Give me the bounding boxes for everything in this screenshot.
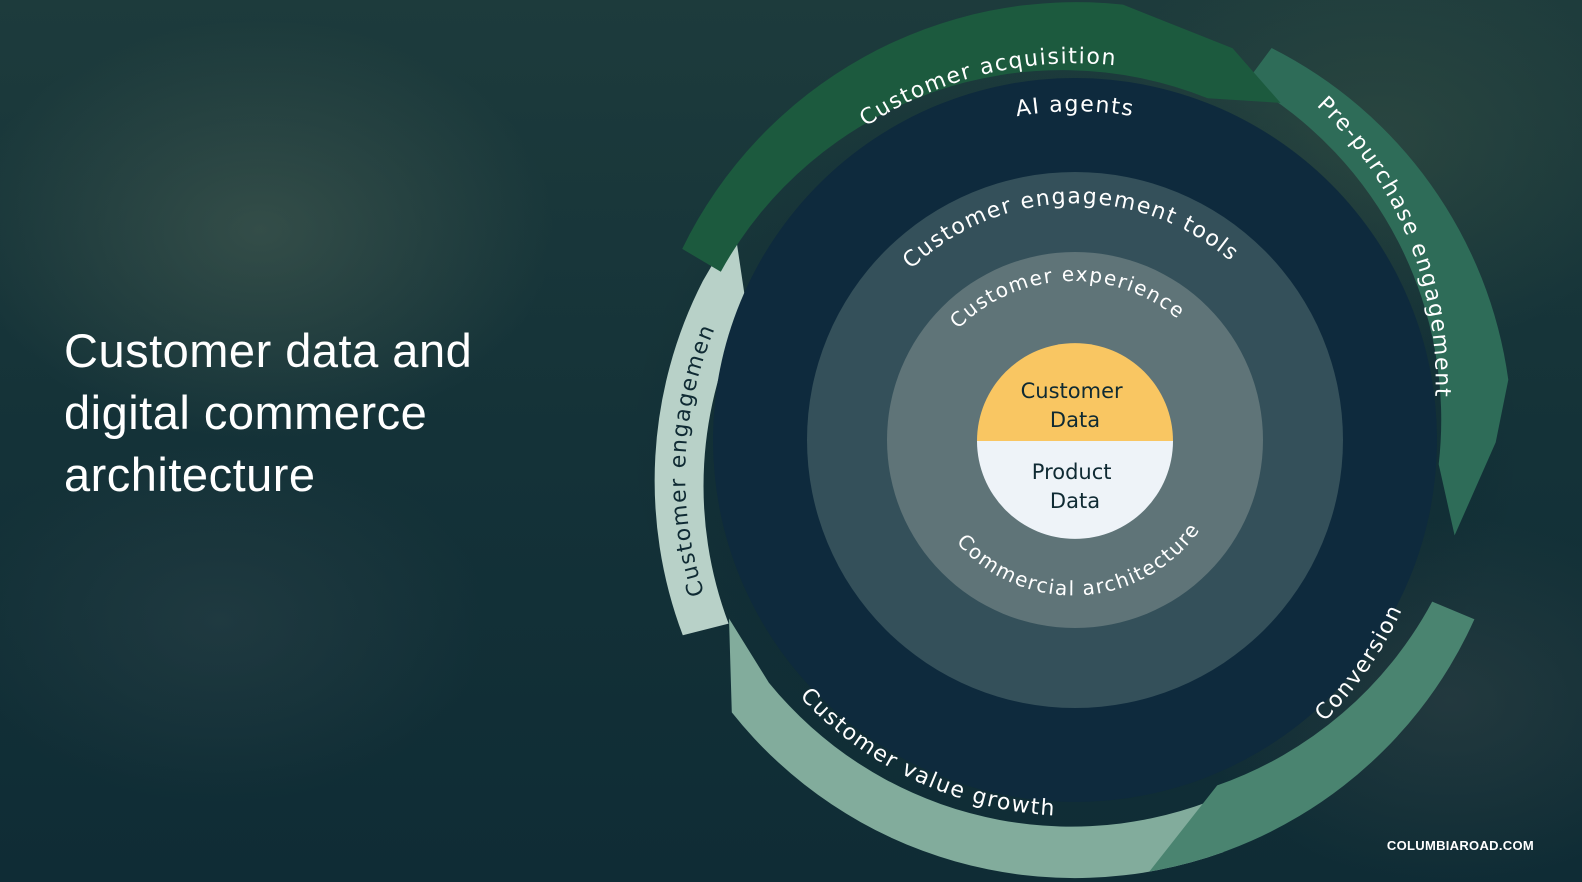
customer-acquisition-arc xyxy=(682,2,1281,272)
customer-engagement-arc xyxy=(654,226,747,636)
customer-value-growth-arc xyxy=(729,618,1224,879)
product-data-half xyxy=(977,441,1173,539)
customer-data-half xyxy=(977,343,1173,441)
outer-cycle xyxy=(654,2,1509,879)
conversion-arc xyxy=(1149,601,1475,872)
slide-title: Customer data and digital commerce archi… xyxy=(64,324,473,501)
product-data-label-line2: Data xyxy=(1050,489,1100,513)
footer-url: COLUMBIAROAD.COM xyxy=(1386,838,1534,853)
product-data-label-line1: Product xyxy=(1032,460,1112,484)
customer-data-label-line2: Data xyxy=(1050,408,1100,432)
customer-data-label-line1: Customer xyxy=(1021,379,1123,403)
pre-purchase-engagement-arc xyxy=(1246,48,1509,536)
customer-engagement-label: Customer engagement xyxy=(0,0,721,600)
data-core: Customer Data Product Data xyxy=(977,343,1173,539)
customer-data-label: Customer Data xyxy=(1021,379,1130,432)
product-data-label: Product Data xyxy=(1032,460,1118,513)
